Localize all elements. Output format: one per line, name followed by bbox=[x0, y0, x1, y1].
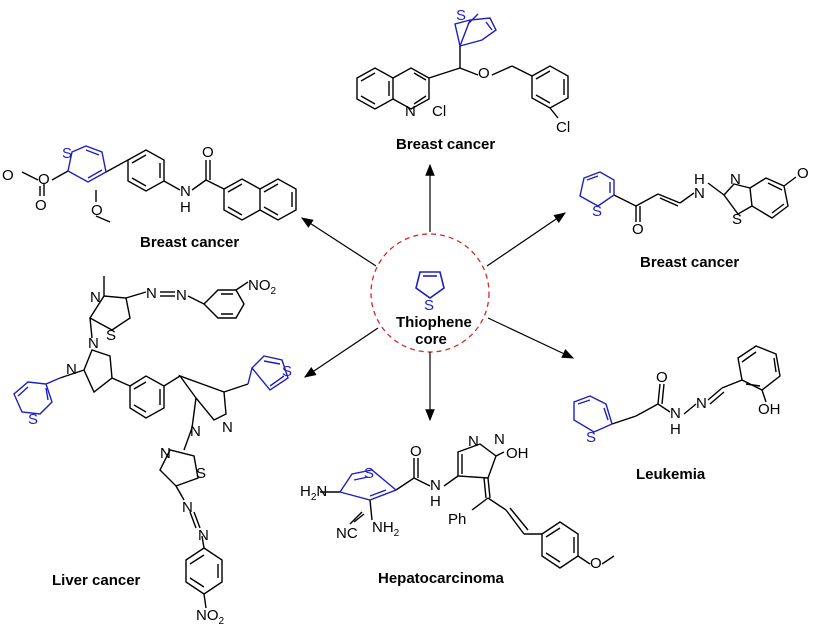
liver-s1: S bbox=[106, 327, 117, 344]
core-thiophene-ring bbox=[415, 271, 445, 299]
core-label: Thiophene core bbox=[396, 314, 472, 349]
liver-n5: N bbox=[88, 335, 99, 352]
leukemia-n2: N bbox=[696, 395, 707, 412]
top-o: O bbox=[478, 65, 490, 82]
top-right-n1: N bbox=[694, 185, 705, 202]
top-left-o3: O bbox=[35, 197, 47, 214]
label-breast-cancer-left: Breast cancer bbox=[140, 234, 240, 251]
leukemia-s: S bbox=[586, 429, 597, 446]
hepato-o1: O bbox=[410, 443, 422, 460]
leukemia-oh: OH bbox=[758, 401, 781, 418]
molecule-leukemia-thiophene bbox=[573, 395, 613, 433]
liver-n10: N bbox=[198, 527, 209, 544]
molecule-top-thiophene bbox=[454, 13, 497, 48]
label-hepatocarcinoma: Hepatocarcinoma bbox=[378, 570, 504, 587]
label-liver-cancer: Liver cancer bbox=[52, 572, 141, 589]
liver-no2-top: NO2 bbox=[248, 277, 277, 297]
top-left-n: N bbox=[180, 183, 191, 200]
arrow-top-left bbox=[300, 217, 377, 267]
hepato-nc: NC bbox=[336, 525, 358, 542]
hepato-n2: N bbox=[494, 431, 505, 448]
liver-n2: N bbox=[146, 285, 157, 302]
top-right-s: S bbox=[592, 203, 603, 220]
liver-s-thio1: S bbox=[28, 411, 39, 428]
top-right-o1: O bbox=[632, 221, 644, 238]
liver-n9: N bbox=[182, 499, 193, 516]
leukemia-n1: N bbox=[670, 405, 681, 422]
top-right-n2: N bbox=[730, 171, 741, 188]
molecule-top-left-thiophene bbox=[67, 145, 107, 183]
molecule-top-right-thiophene bbox=[579, 171, 615, 207]
leukemia-o: O bbox=[656, 369, 668, 386]
hepato-nh-n: N bbox=[430, 477, 441, 494]
core-sulfur-atom: S bbox=[424, 297, 435, 314]
liver-n1: N bbox=[90, 289, 101, 306]
hepato-nh2: NH2 bbox=[372, 519, 400, 539]
liver-no2-bottom: NO2 bbox=[196, 607, 225, 627]
label-breast-cancer-right: Breast cancer bbox=[640, 254, 740, 271]
hepato-oh: OH bbox=[506, 445, 529, 462]
hepato-o2: O bbox=[590, 555, 602, 572]
liver-n4: N bbox=[66, 361, 77, 378]
top-left-o4: O bbox=[91, 202, 103, 219]
arrows bbox=[300, 163, 575, 422]
arrow-bottom-right bbox=[487, 317, 575, 359]
molecule-liver bbox=[59, 276, 249, 609]
core-label-line1: Thiophene bbox=[396, 314, 472, 331]
top-left-s: S bbox=[62, 145, 73, 162]
hepato-h2n: H2N bbox=[300, 483, 328, 503]
top-left-h: H bbox=[180, 199, 191, 216]
leukemia-h: H bbox=[670, 421, 681, 438]
top-left-o2: O bbox=[38, 171, 50, 188]
top-cl2: Cl bbox=[556, 119, 571, 136]
molecule-leukemia bbox=[611, 345, 781, 425]
liver-n8: N bbox=[160, 445, 171, 462]
liver-n7: N bbox=[222, 419, 233, 436]
molecule-liver-thiophenes bbox=[13, 355, 289, 415]
molecule-top-right bbox=[613, 176, 797, 222]
liver-n3: N bbox=[176, 287, 187, 304]
hepato-nh-h: H bbox=[430, 493, 441, 510]
arrow-bottom-left bbox=[304, 327, 379, 378]
liver-s-thio2: S bbox=[282, 363, 293, 380]
top-right-o2: O bbox=[797, 165, 809, 182]
top-right-h: H bbox=[694, 171, 705, 188]
liver-n6: N bbox=[190, 423, 201, 440]
liver-s2: S bbox=[196, 465, 207, 482]
label-leukemia: Leukemia bbox=[636, 466, 706, 483]
hepato-ph: Ph bbox=[448, 511, 467, 528]
molecule-hepato bbox=[320, 443, 615, 569]
top-right-s2: S bbox=[732, 211, 743, 228]
top-left-o1: O bbox=[2, 167, 14, 184]
molecule-top-left bbox=[21, 149, 297, 223]
top-left-o5: O bbox=[202, 144, 214, 161]
top-cl1: Cl bbox=[432, 103, 447, 120]
core-label-line2: core bbox=[415, 331, 447, 349]
molecule-hepato-thiophene bbox=[338, 469, 398, 501]
arrow-top-right bbox=[486, 212, 566, 267]
top-n: N bbox=[405, 103, 416, 120]
label-breast-cancer-top: Breast cancer bbox=[396, 136, 496, 153]
top-thiophene-s: S bbox=[456, 7, 467, 24]
hepato-n1: N bbox=[468, 433, 479, 450]
hepato-s: S bbox=[364, 465, 375, 482]
molecule-top bbox=[356, 46, 569, 119]
